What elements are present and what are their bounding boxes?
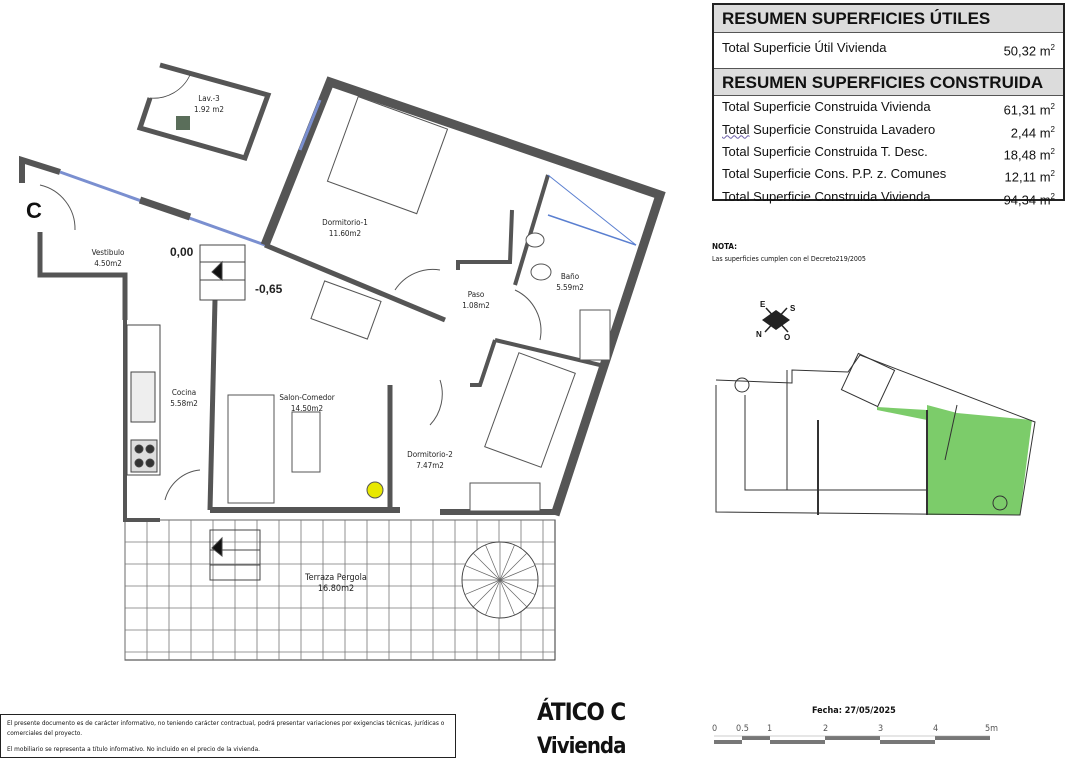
value-text: 12,11 m <box>1004 169 1051 185</box>
date-label: Fecha: 27/05/2025 <box>812 706 896 716</box>
room-name: Terraza Pergola <box>305 573 367 583</box>
room-name: Salon-Comedor <box>279 393 335 402</box>
room-paso: Paso 1.08m2 <box>462 289 490 311</box>
unit-exponent: 2 <box>1050 146 1055 156</box>
disclaimer-box: El presente documento es de carácter inf… <box>0 714 456 758</box>
page-subtitle: Vivienda <box>537 734 626 759</box>
room-dormitorio-2: Dormitorio-2 7.47m2 <box>407 449 453 471</box>
room-lavadero: Lav.-3 1.92 m2 <box>194 93 224 115</box>
scale-tick: 5m <box>985 724 999 734</box>
scale-tick: 0 <box>712 724 718 734</box>
row-label-underlined: Total <box>722 121 750 137</box>
compass-o: O <box>784 333 791 342</box>
row-label: Total Superficie Construida Lavadero <box>722 120 935 142</box>
row-label: Total Superficie Construida Vivienda <box>722 188 931 204</box>
room-area: 5.59m2 <box>556 283 584 292</box>
disclaimer-line: El presente documento es de carácter inf… <box>7 719 445 737</box>
room-name: Paso <box>467 290 485 299</box>
unit-exponent: 2 <box>1050 191 1055 201</box>
row-label: Total Superficie Cons. P.P. z. Comunes <box>722 166 947 182</box>
kitchen-counter <box>126 324 161 476</box>
compass-rose-icon <box>762 307 790 333</box>
room-salon-comedor: Salon-Comedor 14.50m2 <box>279 392 334 414</box>
surface-summary-table: RESUMEN SUPERFICIES ÚTILES Total Superfi… <box>712 3 1065 207</box>
summary-row: Total Superficie Construida Vivienda 94,3… <box>714 187 1063 209</box>
construida-heading: RESUMEN SUPERFICIES CONSTRUIDA <box>714 68 1063 97</box>
room-area: 7.47m2 <box>416 461 444 470</box>
row-value: 50,32 m2 <box>1004 38 1055 60</box>
room-area: 5.58m2 <box>170 399 198 408</box>
page-title: ÁTICO C <box>537 698 626 726</box>
room-name: Dormitorio-2 <box>407 450 453 459</box>
room-area: 16.80m2 <box>317 584 355 594</box>
row-label: Total Superficie Útil Vivienda <box>722 40 887 55</box>
row-value: 61,31 m2 <box>1004 97 1055 119</box>
utiles-heading: RESUMEN SUPERFICIES ÚTILES <box>714 5 1063 33</box>
summary-row: Total Superficie Construida T. Desc. 18,4… <box>714 142 1063 164</box>
unit-exponent: 2 <box>1050 102 1055 112</box>
value-text: 61,31 m <box>1003 102 1051 118</box>
room-name: Lav.-3 <box>198 94 220 103</box>
row-value: 94,34 m2 <box>1004 187 1055 209</box>
room-name: Dormitorio-1 <box>322 218 368 227</box>
level-entrance: 0,00 <box>170 245 194 259</box>
nota-text: Las superficies cumplen con el Decreto21… <box>712 255 866 263</box>
unit-exponent: 2 <box>1050 169 1055 179</box>
room-area: 1.92 m2 <box>194 105 224 114</box>
entrance-door-label: C <box>26 198 42 223</box>
summary-row: Total Superficie Construida Lavadero 2,44… <box>714 120 1063 142</box>
room-bano: Baño 5.59m2 <box>556 271 584 293</box>
scale-tick: 3 <box>878 724 884 734</box>
row-label: Total Superficie Construida Vivienda <box>722 99 931 115</box>
room-dormitorio-1: Dormitorio-1 11.60m2 <box>322 217 368 239</box>
room-area: 1.08m2 <box>462 301 490 310</box>
room-cocina: Cocina 5.58m2 <box>170 387 198 409</box>
room-area: 11.60m2 <box>328 229 362 238</box>
summary-row: Total Superficie Construida Vivienda 61,3… <box>714 97 1063 119</box>
unit-exponent: 2 <box>1050 124 1055 134</box>
value-text: 94,34 m <box>1003 191 1051 207</box>
level-lower: -0,65 <box>255 282 283 296</box>
row-label: Total Superficie Construida T. Desc. <box>722 143 928 159</box>
room-vestibulo: Vestibulo 4.50m2 <box>92 247 125 269</box>
key-plan-highlight <box>927 405 1032 515</box>
room-name: Vestibulo <box>91 248 125 257</box>
key-plan <box>715 352 1036 516</box>
nota-title: NOTA: <box>712 242 738 251</box>
summary-row: Total Superficie Útil Vivienda 50,32 m2 <box>714 38 1063 60</box>
value-text: 2,44 m <box>1010 124 1051 140</box>
compass-n: N <box>756 330 762 339</box>
lavadero-walls <box>136 62 272 162</box>
room-area: 4.50m2 <box>94 259 122 268</box>
scale-tick: 1 <box>767 724 773 734</box>
room-name: Cocina <box>171 388 197 397</box>
unit-exponent: 2 <box>1050 43 1055 52</box>
nota: NOTA: Las superficies cumplen con el Dec… <box>712 241 866 265</box>
compass-s: S <box>790 304 796 313</box>
furniture <box>39 95 611 512</box>
row-label-rest: Superficie Construida Lavadero <box>749 121 936 137</box>
interior-stairs <box>199 244 261 581</box>
compass-e: E <box>760 300 766 309</box>
scale-tick: 0.5 <box>736 724 749 734</box>
row-value: 12,11 m2 <box>1005 164 1055 186</box>
value-text: 50,32 m <box>1003 43 1051 59</box>
disclaimer-line: El mobiliario se representa a título inf… <box>7 745 261 753</box>
room-name: Baño <box>560 272 580 281</box>
room-area: 14.50m2 <box>290 404 324 413</box>
scale-tick: 2 <box>823 724 829 734</box>
scale-bar <box>714 735 990 744</box>
scale-tick: 4 <box>933 724 939 734</box>
terrace-floor <box>124 519 556 661</box>
summary-row: Total Superficie Cons. P.P. z. Comunes 12… <box>714 164 1063 186</box>
row-value: 18,48 m2 <box>1004 142 1055 164</box>
row-value: 2,44 m2 <box>1011 120 1055 142</box>
value-text: 18,48 m <box>1003 147 1051 163</box>
